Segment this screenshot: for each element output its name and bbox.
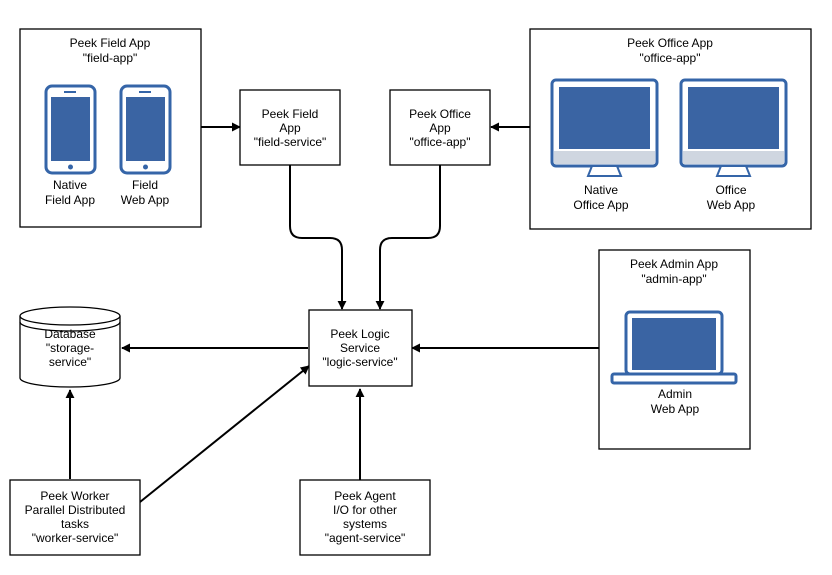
node-field-app: Peek Field App "field-app" Native Field … [19, 28, 202, 228]
desktop-monitor-icon [679, 78, 788, 177]
field-app-id: "field-app" [83, 51, 138, 65]
office-service-title-2: App [429, 121, 451, 135]
node-admin-app: Peek Admin App "admin-app" Admin Web App [598, 249, 751, 450]
admin-web-app-label-2: Web App [651, 402, 700, 416]
edges [65, 122, 599, 503]
native-office-app-label: Native [584, 183, 618, 197]
field-service-id: "field-service" [254, 135, 327, 149]
agent-id: "agent-service" [325, 531, 406, 545]
logic-service-title: Peek Logic [330, 327, 389, 341]
node-logic-service: Peek Logic Service "logic-service" [308, 309, 413, 387]
field-web-app-label: Field [132, 178, 158, 192]
agent-title: Peek Agent [334, 489, 396, 503]
office-service-box [389, 89, 491, 166]
worker-title: Peek Worker [40, 489, 109, 503]
node-field-service: Peek Field App "field-service" [239, 89, 341, 166]
agent-box [299, 479, 431, 556]
office-app-id: "office-app" [639, 51, 700, 65]
worker-box [9, 479, 141, 556]
office-web-app-label: Office [715, 183, 746, 197]
logic-service-box [308, 309, 413, 387]
agent-desc-2: systems [343, 517, 387, 531]
database-id: "storage- [46, 341, 94, 355]
logic-service-title-2: Service [340, 341, 380, 355]
office-app-title: Peek Office App [627, 36, 713, 50]
smartphone-icon [44, 84, 97, 175]
admin-app-id: "admin-app" [641, 272, 706, 286]
field-web-app-label-2: Web App [121, 193, 170, 207]
worker-desc: Parallel Distributed [25, 503, 126, 517]
desktop-monitor-icon [550, 78, 659, 177]
edge-field-service-to-logic-service [289, 165, 347, 310]
office-service-title: Peek Office [409, 107, 471, 121]
field-app-title: Peek Field App [70, 36, 151, 50]
node-worker: Peek Worker Parallel Distributed tasks "… [9, 479, 141, 556]
native-field-app-label-2: Field App [45, 193, 95, 207]
edge-worker-to-logic-service [139, 365, 310, 503]
native-field-app-label: Native [53, 178, 87, 192]
admin-web-app-label: Admin [658, 387, 692, 401]
admin-app-title: Peek Admin App [630, 257, 718, 271]
office-service-id: "office-app" [409, 135, 470, 149]
native-office-app-label-2: Office App [573, 198, 628, 212]
worker-id: "worker-service" [32, 531, 119, 545]
smartphone-icon [119, 84, 172, 175]
field-service-title: Peek Field [262, 107, 319, 121]
node-office-service: Peek Office App "office-app" [389, 89, 491, 166]
database-title: Database [44, 327, 96, 341]
field-service-box [239, 89, 341, 166]
node-database: Database "storage- service" [19, 306, 121, 388]
node-office-app: Peek Office App "office-app" Native Offi… [529, 28, 812, 230]
node-agent: Peek Agent I/O for other systems "agent-… [299, 479, 431, 556]
worker-desc-2: tasks [61, 517, 89, 531]
edge-office-service-to-logic-service [375, 165, 441, 310]
database-id-2: service" [49, 355, 91, 369]
field-service-title-2: App [279, 121, 301, 135]
laptop-icon [610, 310, 738, 385]
agent-desc: I/O for other [333, 503, 397, 517]
logic-service-id: "logic-service" [322, 355, 397, 369]
office-web-app-label-2: Web App [707, 198, 756, 212]
database-cylinder-icon [19, 306, 121, 388]
